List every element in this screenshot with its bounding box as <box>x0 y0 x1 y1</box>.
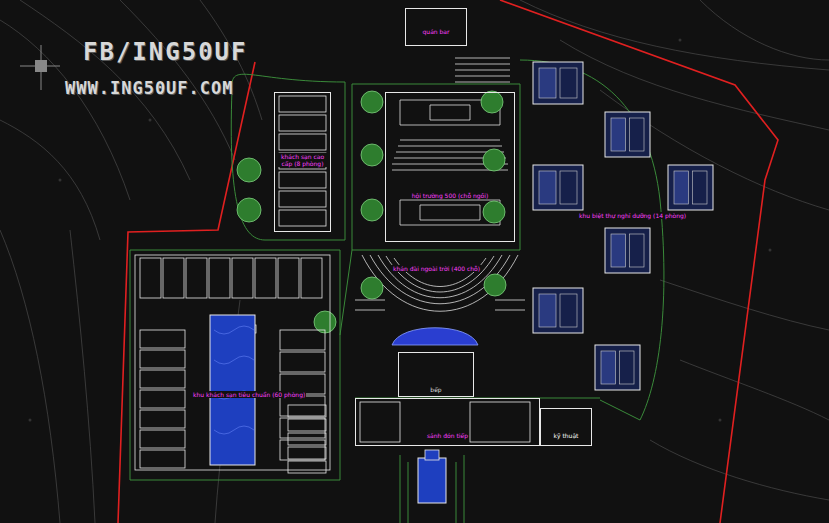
zone-label: khu biệt thự nghỉ dưỡng (14 phòng) <box>578 212 687 219</box>
zone-label: khán đài ngoài trời (400 chỗ) <box>392 265 481 272</box>
building-outline: kỹ thuật <box>540 408 592 446</box>
building-label: bếp <box>429 386 442 393</box>
building-label: kỹ thuật <box>553 432 580 439</box>
building-outline: bếp <box>398 352 474 397</box>
building-outline: khách sạn cao cấp (8 phòng) <box>274 92 331 232</box>
building-outline: quán bar <box>405 8 467 46</box>
building-outline: sảnh đón tiếp <box>355 398 540 446</box>
building-label: sảnh đón tiếp <box>426 432 469 439</box>
watermark: FB/ING50UF <box>82 38 249 66</box>
watermark: WWW.ING50UF.COM <box>64 78 235 98</box>
building-label: hội trường 500 (chỗ ngồi) <box>411 192 490 199</box>
building-label: quán bar <box>422 28 451 35</box>
building-outline: hội trường 500 (chỗ ngồi) <box>385 92 515 242</box>
zone-label: khu khách sạn tiêu chuẩn (60 phòng) <box>192 391 306 398</box>
building-label: khách sạn cao cấp (8 phòng) <box>276 153 329 167</box>
